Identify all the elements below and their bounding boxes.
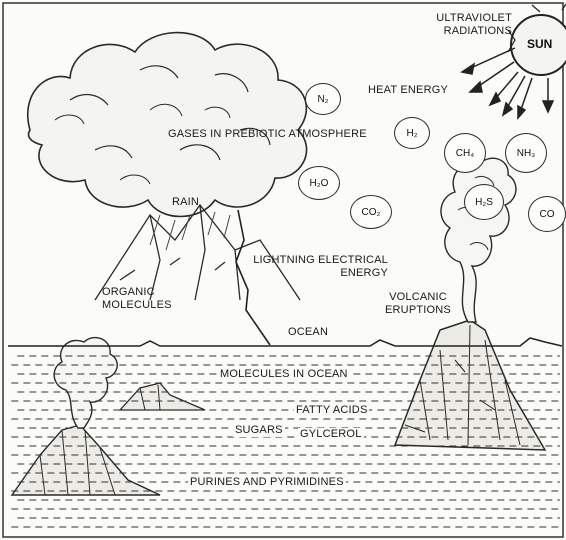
label-molecules-in-ocean: MOLECULES IN OCEAN: [218, 368, 350, 381]
label-purines-and-pyrimidines: PURINES AND PYRIMIDINES: [188, 476, 346, 489]
island-volcano: [120, 383, 205, 410]
label-rain: RAIN: [172, 196, 199, 209]
label-sugars: SUGARS: [233, 424, 285, 437]
label-volcanic-eruptions: VOLCANIC ERUPTIONS: [378, 291, 458, 317]
molecule-h2s: H₂S: [464, 184, 504, 220]
molecule-h2: H₂: [394, 117, 430, 149]
label-ultraviolet-radiations: ULTRAVIOLET RADIATIONS: [420, 12, 512, 38]
label-sun: SUN: [527, 37, 552, 51]
label-organic-molecules: ORGANIC MOLECULES: [102, 286, 182, 312]
label-fatty-acids: FATTY ACIDS: [294, 404, 369, 417]
label-glycerol: GYLCEROL: [298, 428, 364, 441]
molecule-nh3: NH₃: [505, 133, 547, 173]
molecule-co: CO: [528, 196, 566, 232]
label-gases-prebiotic-atmosphere: GASES IN PREBIOTIC ATMOSPHERE: [168, 128, 367, 141]
molecule-n2: N₂: [305, 83, 341, 115]
molecule-h2o: H₂O: [298, 166, 340, 200]
label-lightning-electrical-energy: LIGHTNING ELECTRICAL ENERGY: [248, 254, 388, 280]
label-heat-energy: HEAT ENERGY: [368, 84, 448, 97]
rain-streaks: [150, 212, 230, 250]
label-ocean: OCEAN: [288, 326, 328, 339]
molecule-co2: CO₂: [350, 195, 392, 229]
volcano-left: [12, 425, 160, 495]
volcano-right: [395, 320, 545, 450]
molecule-ch4: CH₄: [444, 133, 486, 173]
storm-cloud: [28, 33, 307, 217]
